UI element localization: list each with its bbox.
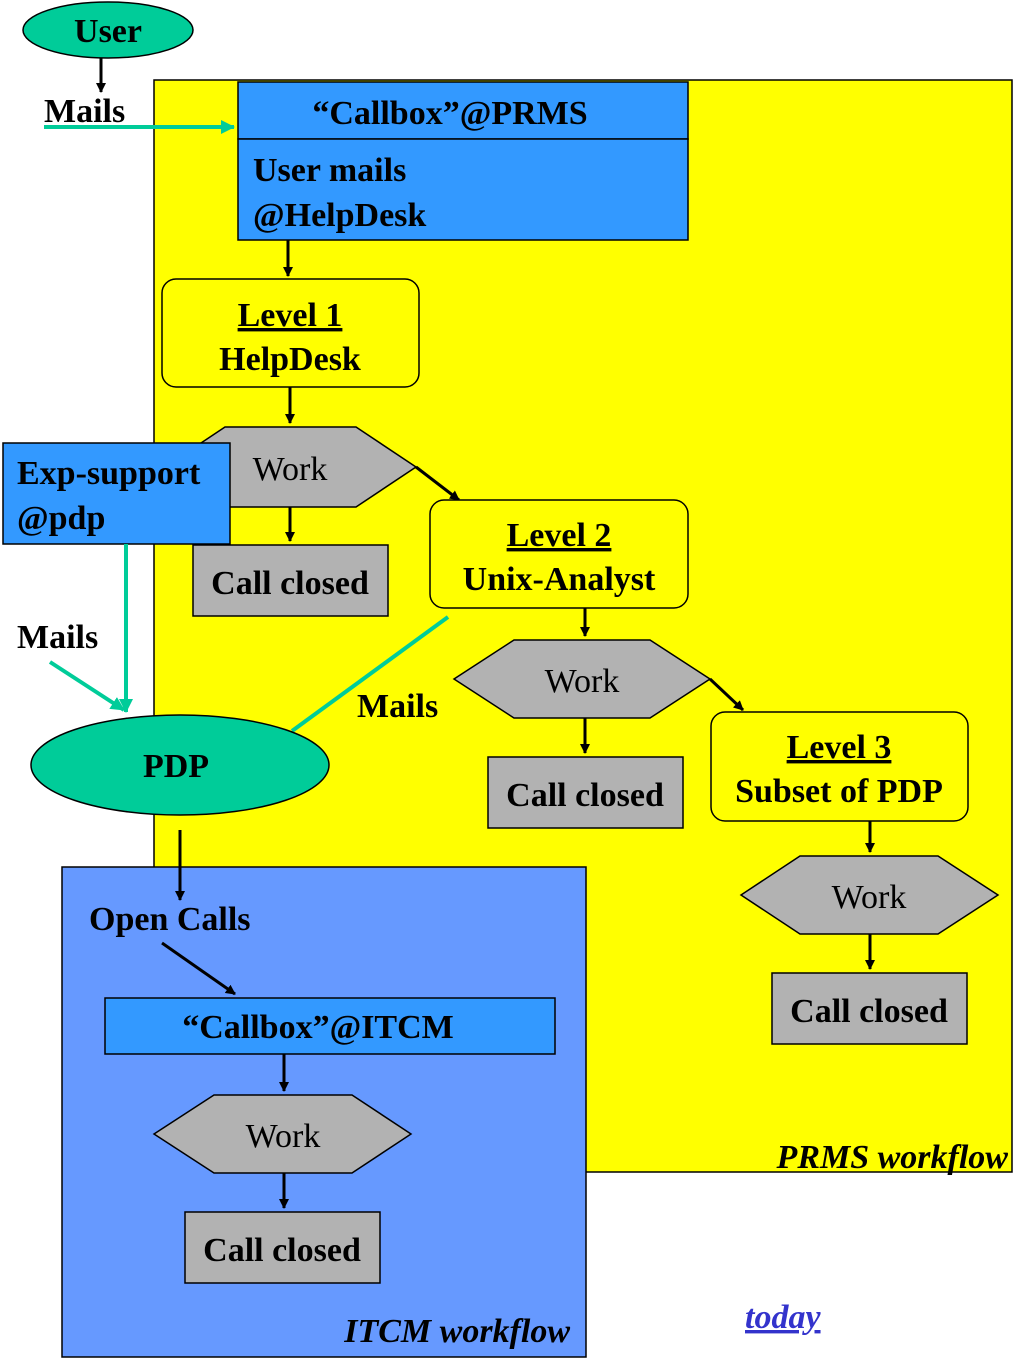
level1-title: Level 1: [238, 297, 343, 334]
pdp-label: PDP: [143, 748, 209, 785]
level3-title: Level 3: [787, 729, 892, 766]
user-node[interactable]: [22, 1, 194, 59]
prms-callbox-title-box[interactable]: [237, 81, 689, 140]
exp-support-line2: @pdp: [17, 500, 105, 537]
level3-work-hexagon[interactable]: [739, 855, 1000, 935]
level2-subtitle: Unix-Analyst: [463, 561, 656, 598]
itcm-call-closed-label: Call closed: [203, 1232, 361, 1269]
level2-work-label: Work: [545, 663, 620, 700]
work1-to-level2-arrow: [415, 465, 460, 502]
itcm-work-hexagon[interactable]: [152, 1094, 413, 1174]
exp-support-box[interactable]: [2, 442, 231, 545]
level2-call-closed-box[interactable]: [487, 756, 684, 829]
today-link-text[interactable]: today: [745, 1299, 821, 1336]
level3-call-closed-box[interactable]: [771, 972, 968, 1045]
mails-top-label: Mails: [44, 93, 125, 130]
prms-workflow-label: PRMS workflow: [776, 1139, 1009, 1176]
pdp-node[interactable]: [30, 714, 330, 816]
itcm-callbox-box[interactable]: [104, 997, 556, 1055]
level3-box[interactable]: [710, 711, 969, 822]
work2-to-level3-arrow: [708, 677, 745, 712]
mails-left-label: Mails: [17, 619, 98, 656]
prms-callbox-line1: User mails: [253, 152, 406, 189]
level1-subtitle: HelpDesk: [219, 341, 361, 378]
mails-left-arrow: [48, 660, 126, 712]
mails-mid-label: Mails: [357, 688, 438, 725]
open-calls-label: Open Calls: [89, 901, 251, 938]
exp-support-line1: Exp-support: [17, 455, 201, 492]
prms-callbox-body[interactable]: [237, 138, 689, 241]
level2-box[interactable]: [429, 499, 689, 609]
user-label: User: [74, 13, 142, 50]
prms-callbox-title: “Callbox”@PRMS: [312, 95, 587, 132]
level2-to-pdp-mail-line: [290, 615, 450, 733]
itcm-callbox-title: “Callbox”@ITCM: [182, 1009, 454, 1046]
itcm-work-label: Work: [246, 1118, 321, 1155]
prms-callbox-line2: @HelpDesk: [253, 197, 426, 234]
today-link[interactable]: today: [745, 1299, 821, 1336]
level3-work-label: Work: [832, 879, 907, 916]
level3-subtitle: Subset of PDP: [735, 773, 943, 810]
level1-call-closed-label: Call closed: [211, 565, 369, 602]
level1-work-label: Work: [253, 451, 328, 488]
level2-title: Level 2: [507, 517, 612, 554]
open-calls-to-callbox-arrow: [161, 941, 236, 996]
itcm-workflow-label: ITCM workflow: [343, 1313, 570, 1350]
itcm-call-closed-box[interactable]: [184, 1211, 381, 1284]
level1-call-closed-box[interactable]: [192, 544, 389, 617]
level2-work-hexagon[interactable]: [452, 639, 712, 719]
level3-call-closed-label: Call closed: [790, 993, 948, 1030]
level2-call-closed-label: Call closed: [506, 777, 664, 814]
